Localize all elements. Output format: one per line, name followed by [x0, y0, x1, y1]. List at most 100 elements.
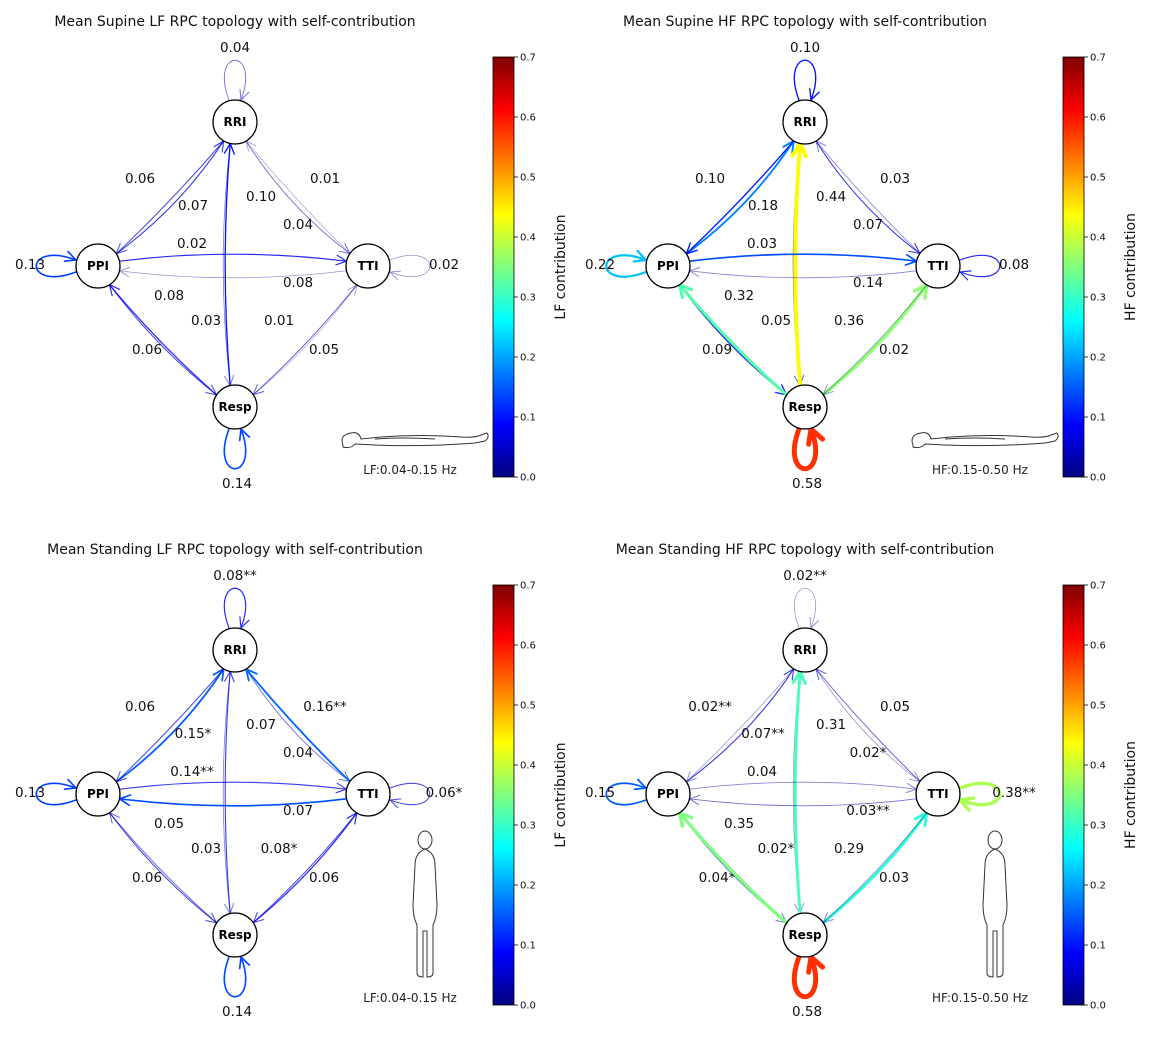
- colorbar-tick-label: 0.4: [1090, 233, 1106, 244]
- edge-line: [815, 668, 921, 782]
- edge-line: [115, 140, 225, 255]
- self-loop-ppi: [605, 778, 647, 806]
- standing-body-outline: [982, 848, 1008, 978]
- self-loop-arrowhead: [806, 426, 826, 447]
- panel-title: Mean Supine HF RPC topology with self-co…: [623, 14, 987, 30]
- self-loop-arrowhead: [633, 778, 647, 791]
- edge-label: 0.02*: [758, 841, 795, 857]
- self-loop-label: 0.22: [585, 257, 615, 273]
- colorbar-label: LF contribution: [553, 214, 569, 319]
- colorbar-tick-label: 0.2: [1090, 353, 1106, 364]
- self-loop-arrowhead: [63, 778, 77, 790]
- self-loop-line: [35, 254, 77, 278]
- colorbar-label: HF contribution: [1123, 741, 1139, 849]
- colorbar-tick-label: 0.3: [520, 293, 536, 304]
- colorbar-tick-label: 0.6: [520, 641, 536, 652]
- node-circle: [345, 771, 391, 817]
- edge-label: 0.31: [816, 717, 846, 733]
- self-loop-label: 0.06*: [426, 785, 463, 801]
- node-circle: [645, 243, 691, 289]
- edge-label: 0.02: [879, 342, 909, 358]
- edge-label: 0.36: [834, 313, 864, 329]
- node-tti: TTI: [345, 243, 391, 289]
- self-loop-tti: [958, 781, 1002, 812]
- edge-label: 0.10: [695, 171, 725, 187]
- self-loop-label: 0.58: [792, 1004, 822, 1020]
- colorbar-tick-label: 0.0: [520, 1001, 536, 1012]
- self-loop-label: 0.14: [222, 476, 252, 492]
- edge-line: [689, 798, 917, 807]
- edge-line: [822, 812, 928, 924]
- frequency-band-label: LF:0.04-0.15 Hz: [363, 463, 457, 477]
- supine-body-icon: [341, 432, 489, 449]
- supine-body-outline: [911, 432, 1059, 449]
- edge-label: 0.03**: [846, 803, 890, 819]
- self-loop-line: [959, 254, 1001, 278]
- edge-line: [119, 270, 347, 279]
- edge-line: [245, 140, 351, 254]
- edge-line: [678, 283, 789, 397]
- colorbar-tick-label: 0.6: [1090, 641, 1106, 652]
- self-loop-label: 0.08: [999, 257, 1029, 273]
- node-label: PPI: [87, 787, 109, 801]
- node-label: TTI: [927, 259, 948, 273]
- node-rri: RRI: [212, 627, 258, 673]
- edge-line: [118, 253, 348, 262]
- edge-label: 0.06: [132, 342, 162, 358]
- node-label: Resp: [788, 400, 822, 414]
- node-ppi: PPI: [75, 771, 121, 817]
- self-loop-label: 0.58: [792, 476, 822, 492]
- colorbar-tick-label: 0.0: [1090, 473, 1106, 484]
- self-loop-line: [389, 254, 430, 278]
- edge-label: 0.03: [191, 841, 221, 857]
- edge-line: [245, 140, 351, 254]
- node-circle: [782, 99, 828, 145]
- edge-label: 0.14: [853, 275, 883, 291]
- self-loop-arrowhead: [239, 88, 250, 101]
- panel-2: Mean Supine HF RPC topology with self-co…: [585, 14, 1139, 492]
- edge-line: [224, 670, 231, 915]
- node-label: PPI: [657, 259, 679, 273]
- self-loop-label: 0.04: [220, 40, 250, 56]
- colorbar-tick-label: 0.7: [1090, 53, 1106, 64]
- edge-label: 0.06: [309, 870, 339, 886]
- self-loop-line: [791, 954, 819, 999]
- node-circle: [75, 243, 121, 289]
- frequency-band-label: HF:0.15-0.50 Hz: [932, 991, 1028, 1005]
- edge-line: [108, 284, 218, 396]
- colorbar-gradient: [1062, 56, 1085, 478]
- panel-1: Mean Supine LF RPC topology with self-co…: [15, 14, 569, 492]
- edge-line: [118, 781, 348, 790]
- colorbar-tick-label: 0.3: [520, 821, 536, 832]
- edge-line: [224, 142, 231, 387]
- self-loop-arrowhead: [239, 616, 250, 629]
- edge-label: 0.08*: [261, 841, 298, 857]
- supine-arm-line: [944, 437, 1006, 440]
- edge-line: [222, 143, 231, 386]
- edge-line: [115, 140, 225, 255]
- self-loop-tti: [389, 254, 430, 281]
- self-loop-arrowhead: [958, 796, 976, 812]
- node-circle: [212, 384, 258, 430]
- self-loop-arrowhead: [238, 956, 251, 970]
- self-loop-resp: [223, 956, 251, 998]
- node-label: RRI: [794, 643, 817, 657]
- colorbar-tick-label: 0.4: [520, 233, 536, 244]
- edge-ppi-to-tti: [118, 781, 348, 794]
- edge-line: [118, 797, 348, 807]
- edge-line: [689, 270, 917, 279]
- edge-line: [793, 670, 802, 915]
- edge-line: [821, 283, 929, 397]
- standing-body-icon: [412, 830, 438, 978]
- edge-label: 0.07: [178, 198, 208, 214]
- node-circle: [645, 771, 691, 817]
- self-loop-line: [791, 426, 819, 471]
- self-loop-line: [223, 428, 247, 470]
- node-label: TTI: [927, 787, 948, 801]
- edge-label: 0.04: [283, 217, 313, 233]
- node-label: RRI: [224, 115, 247, 129]
- self-loop-line: [605, 254, 648, 278]
- edge-resp-to-rri: [224, 670, 235, 915]
- colorbar-tick-label: 0.7: [1090, 581, 1106, 592]
- node-circle: [782, 912, 828, 958]
